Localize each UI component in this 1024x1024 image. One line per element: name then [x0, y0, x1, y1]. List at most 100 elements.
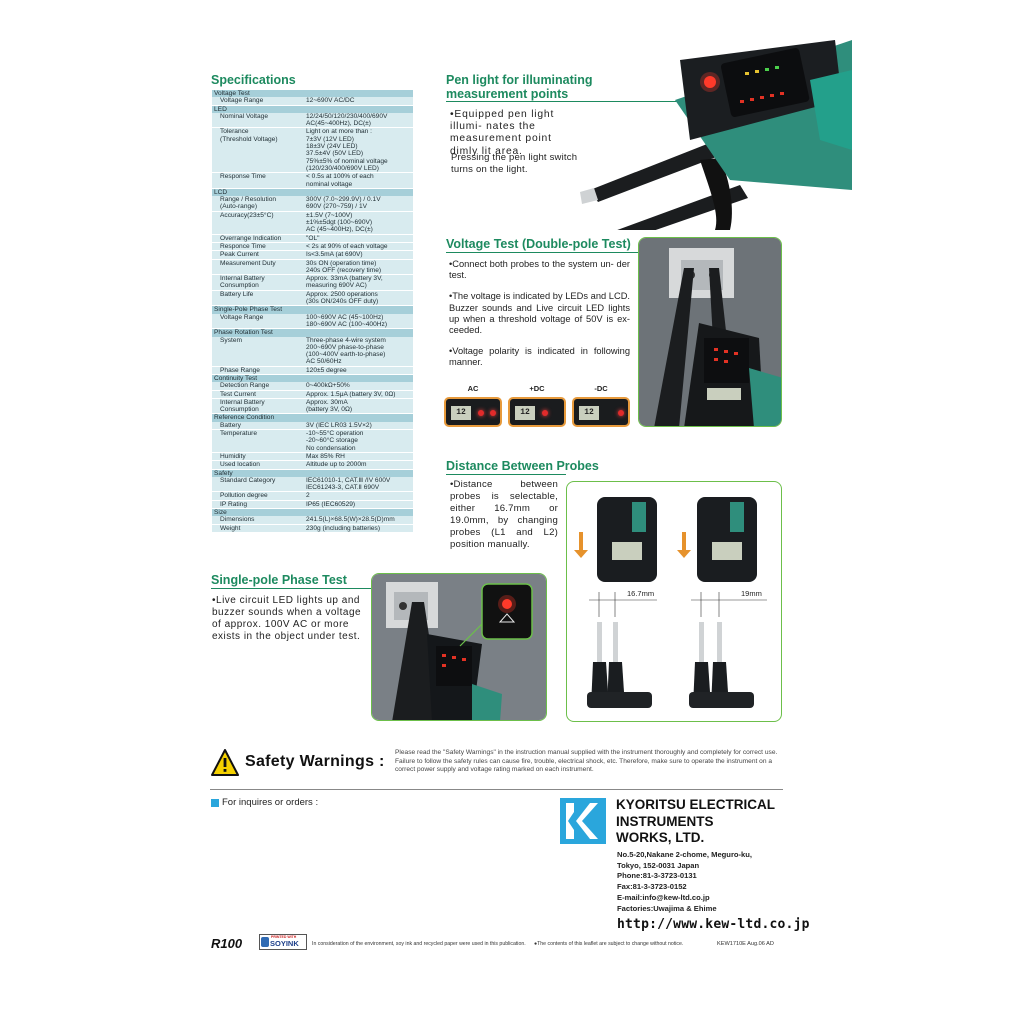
pen-light-photo [580, 40, 852, 230]
single-pole-text: •Live circuit LED lights up and buzzer s… [212, 595, 362, 642]
spec-value: -10~55°C operation -20~60°C storage No c… [306, 430, 364, 452]
spec-row: Test Current Approx. 1.5μA (battery 3V, 0… [212, 390, 413, 399]
spec-key: Used location [220, 461, 260, 469]
distance-title: Distance Between Probes [446, 459, 599, 473]
company-url[interactable]: http://www.kew-ltd.co.jp [617, 917, 810, 932]
spec-key: Standard Category [220, 476, 276, 484]
single-pole-title-rule [211, 588, 371, 589]
company-factories: Factories:Uwajima & Ehime [617, 903, 717, 913]
spec-row: Phase Range 120±5 degree [212, 366, 413, 375]
company-email[interactable]: E-mail:info@kew-ltd.co.jp [617, 892, 710, 902]
pen-light-title-line2: measurement points [446, 87, 569, 101]
spec-key: Phase Range [220, 366, 260, 374]
spec-row: Range / Resolution (Auto-range) 300V (7.0… [212, 196, 413, 212]
spec-value: 300V (7.0~299.9V) / 0.1V 690V (270~759) … [306, 196, 381, 211]
company-name: KYORITSU ELECTRICAL INSTRUMENTS WORKS, L… [616, 797, 775, 847]
spec-category: Continuity Test [212, 374, 413, 383]
voltage-test-text: •Connect both probes to the system un- d… [449, 259, 630, 379]
spec-value: ±1.5V (7~100V) ±1%±5dgt (100~690V) AC (4… [306, 211, 373, 234]
spec-category: Single-Pole Phase Test [212, 306, 413, 314]
pen-light-title-line1: Pen light for illuminating [446, 73, 593, 87]
spec-key: Measurement Duty [220, 259, 276, 267]
polarity-led-ndc [618, 410, 624, 416]
spec-key: Voltage Range [220, 313, 264, 321]
spec-value: 0~400kΩ+50% [306, 382, 350, 390]
spec-value: 12~690V AC/DC [306, 97, 355, 105]
spec-key: Range / Resolution (Auto-range) [220, 196, 277, 211]
spec-value: 12/24/50/120/230/400/690V AC(45~400Hz), … [306, 112, 388, 128]
spec-key: Dimensions [220, 516, 255, 524]
spec-value: Approx. 1.5μA (battery 3V, 0Ω) [306, 390, 396, 398]
spec-category: Reference Condition [212, 414, 413, 422]
polarity-lcd-ac: 12 [451, 406, 471, 420]
company-phone: Phone:81-3-3723-0131 [617, 871, 697, 881]
probe-distance-illustration [574, 497, 767, 708]
voltage-test-p2: •The voltage is indicated by LEDs and LC… [449, 291, 630, 336]
spec-key: Voltage Range [220, 97, 264, 105]
polarity-led-ac-2 [490, 410, 496, 416]
soy-ink-top: PRINTED WITH [271, 935, 297, 939]
spec-category: LCD [212, 188, 413, 197]
spec-key: Test Current [220, 390, 256, 398]
spec-value: Approx. 33mA (battery 3V, measuring 690V… [306, 275, 383, 290]
specifications-title: Specifications [211, 73, 296, 87]
spec-key: Response Time [220, 173, 266, 181]
company-name-line1: KYORITSU ELECTRICAL [616, 797, 776, 812]
spec-key: Humidity [220, 452, 246, 460]
safety-warning-icon [210, 748, 240, 778]
spec-row: Voltage Range 12~690V AC/DC [212, 97, 413, 106]
spec-row: Overrange Indication "OL" [212, 234, 413, 243]
spec-value: "OL" [306, 234, 320, 242]
spec-key: Overrange Indication [220, 234, 282, 242]
soy-ink-badge: PRINTED WITH SOYINK [259, 934, 307, 950]
distance-photo-frame: 16.7mm 19mm [566, 481, 782, 722]
spec-category: LED [212, 105, 413, 113]
spec-key: Tolerance (Threshold Voltage) [220, 128, 278, 143]
safety-title: Safety Warnings : [245, 753, 385, 770]
spec-value: 120±5 degree [306, 366, 347, 374]
polarity-indicator-ndc: 12 [572, 397, 630, 427]
spec-value: 2 [306, 492, 310, 500]
spec-value: IEC61010-1, CAT.Ⅲ /IV 600V IEC61243-3, C… [306, 476, 391, 492]
distance-dim-16-7: 16.7mm [627, 589, 655, 598]
soy-icon [261, 937, 269, 947]
polarity-indicator-pdc: 12 [508, 397, 566, 427]
spec-row: Temperature-10~55°C operation -20~60°C s… [212, 430, 413, 453]
spec-row: Responce Time < 2s at 90% of each voltage [212, 242, 413, 252]
spec-value: < 0.5s at 100% of each nominal voltage [306, 173, 374, 188]
polarity-lcd-ndc: 12 [579, 406, 599, 420]
spec-value: Is<3.5mA (at 690V) [306, 251, 363, 259]
company-name-line3: WORKS, LTD. [616, 830, 705, 845]
spec-key: System [220, 336, 242, 344]
spec-value: Approx. 30mA (battery 3V, 0Ω) [306, 398, 353, 414]
spec-value: 230g (including batteries) [306, 524, 381, 532]
voltage-test-illustration [639, 238, 781, 426]
soy-ink-label: SOYINK [270, 939, 299, 948]
polarity-label-pdc: +DC [529, 384, 545, 393]
catalog-code: KEW1710E Aug.06 AD [717, 941, 774, 947]
pen-light-bullet: •Equipped pen light illumi- nates the me… [450, 109, 555, 157]
polarity-led-pdc [542, 410, 548, 416]
voltage-test-p1: •Connect both probes to the system un- d… [449, 259, 630, 281]
spec-key: Responce Time [220, 242, 266, 250]
distance-title-rule [446, 474, 566, 475]
spec-key: Accuracy(23±5°C) [220, 211, 274, 219]
spec-row: Measurement Duty 30s ON (operation time) … [212, 259, 413, 276]
spec-value: < 2s at 90% of each voltage [306, 242, 388, 250]
spec-value: 30s ON (operation time) 240s OFF (recove… [306, 259, 382, 274]
voltage-test-p3: •Voltage polarity is indicated in follow… [449, 346, 630, 368]
env-note: In consideration of the environment, soy… [312, 941, 526, 947]
spec-value: Approx. 2500 operations (30s ON/240s OFF… [306, 290, 379, 306]
spec-row: Accuracy(23±5°C) ±1.5V (7~100V) ±1%±5dgt … [212, 211, 413, 235]
polarity-label-ndc: -DC [594, 384, 608, 393]
change-note: ●The contents of this leaflet are subjec… [534, 941, 684, 947]
